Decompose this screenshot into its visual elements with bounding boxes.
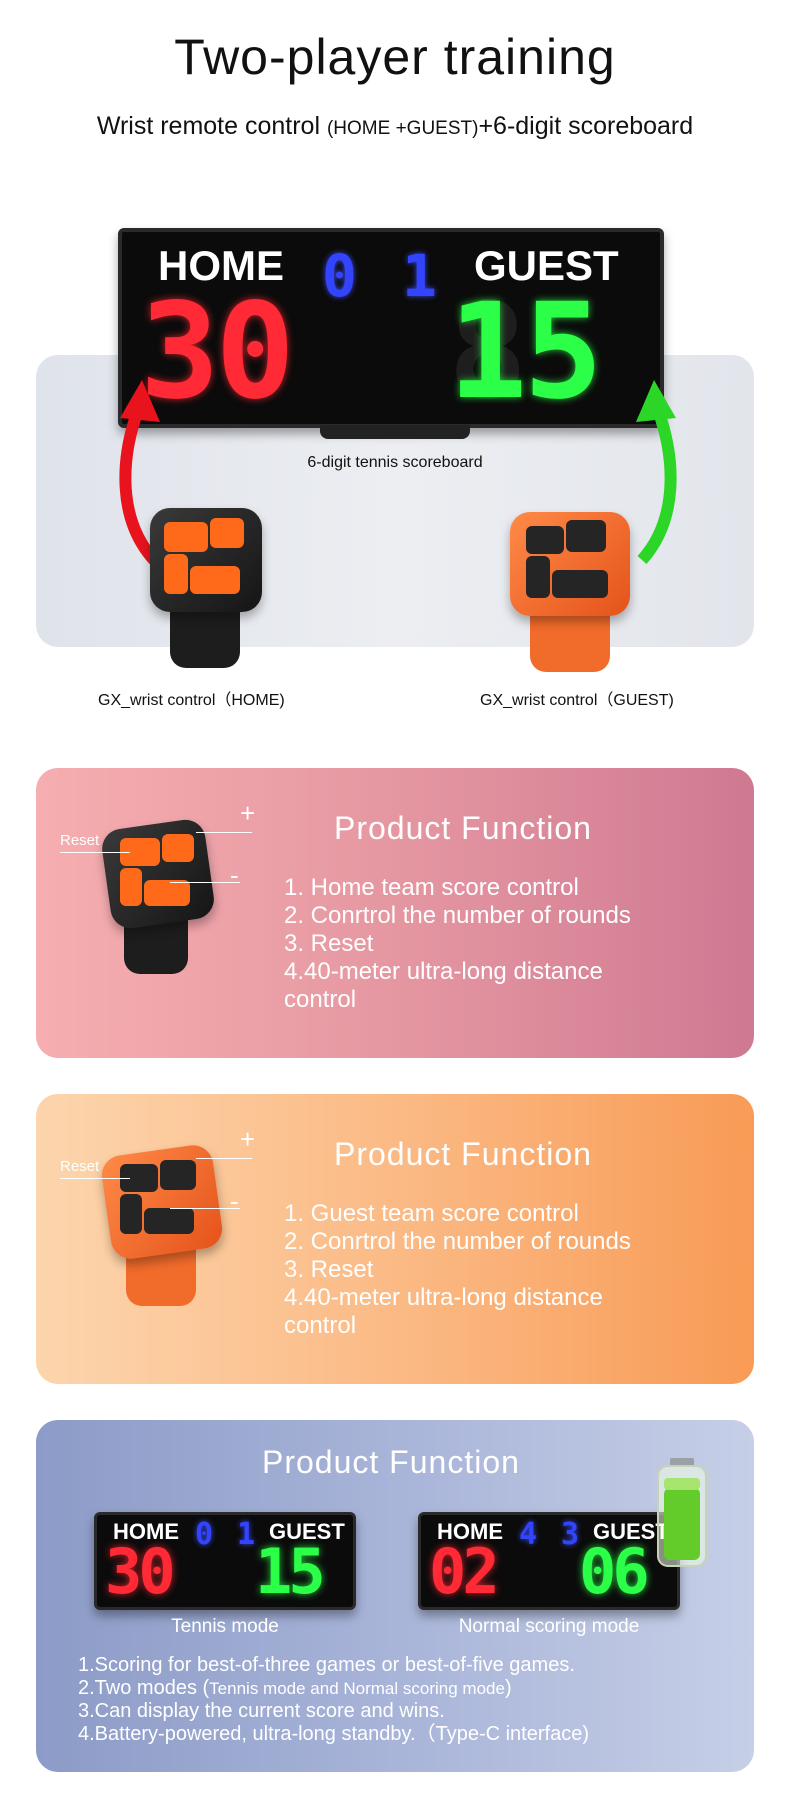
home-sets: 0 xyxy=(195,1517,213,1552)
home-label: HOME xyxy=(158,242,284,289)
guest-score: 15 xyxy=(255,1535,326,1608)
watch-button xyxy=(120,868,142,906)
guest-sets: 1 xyxy=(237,1517,255,1552)
normal-mode-caption: Normal scoring mode xyxy=(458,1616,640,1637)
watch-button xyxy=(162,834,194,862)
home-score: 02 xyxy=(429,1535,500,1608)
list-item: 4.40-meter ultra-long distance xyxy=(284,958,603,985)
home-wrist-control xyxy=(150,508,270,668)
function-list: 1. Home team score control 2. Conrtrol t… xyxy=(284,874,631,1014)
card-title: Product Function xyxy=(334,1136,592,1172)
hero-scoreboard: HOME GUEST 0 1 30 8 15 xyxy=(118,228,664,428)
reset-label: Reset xyxy=(60,832,100,849)
home-watch-caption: GX_wrist control（HOME) xyxy=(98,692,285,709)
battery-icon xyxy=(657,1458,707,1567)
subtitle-small: (HOME +GUEST) xyxy=(326,118,479,139)
red-arrow-icon xyxy=(119,380,160,565)
minus-label: - xyxy=(230,1186,239,1216)
list-item: 3. Reset xyxy=(284,930,374,957)
home-watch-image xyxy=(99,817,217,974)
guest-function-card: Reset + - Product Function 1. Guest team… xyxy=(36,1094,754,1384)
home-label: HOME xyxy=(113,1519,179,1544)
reset-pointer-line xyxy=(60,852,130,853)
guest-score: 06 xyxy=(579,1535,650,1608)
home-score: 30 xyxy=(140,275,295,428)
tennis-mode-scoreboard: HOME GUEST 0 1 30 15 xyxy=(94,1512,356,1610)
list-item: 4.40-meter ultra-long distance xyxy=(284,1284,603,1311)
list-item: 2. Conrtrol the number of rounds xyxy=(284,902,631,929)
guest-watch-caption: GX_wrist control（GUEST) xyxy=(480,692,674,709)
green-arrow-icon xyxy=(636,380,677,565)
guest-score: 15 xyxy=(448,275,603,428)
watch-button xyxy=(164,554,188,594)
list-item: 1. Home team score control xyxy=(284,874,579,901)
guest-label: GUEST xyxy=(269,1519,345,1544)
scoreboard-caption: 6-digit tennis scoreboard xyxy=(307,454,483,471)
line2-small: Tennis mode and Normal scoring mode xyxy=(209,1679,505,1698)
guest-label: GUEST xyxy=(474,242,619,289)
watch-button xyxy=(160,1160,196,1190)
home-function-card: Reset + - Product Function 1. Home team … xyxy=(36,768,754,1058)
watch-button xyxy=(526,556,550,598)
watch-button xyxy=(190,566,240,594)
minus-pointer-line xyxy=(170,1208,240,1209)
home-label: HOME xyxy=(437,1519,503,1544)
watch-button xyxy=(526,526,564,554)
guest-label: GUEST xyxy=(593,1519,669,1544)
page-title: Two-player training xyxy=(174,29,616,85)
list-item: 3. Reset xyxy=(284,1256,374,1283)
minus-pointer-line xyxy=(170,882,240,883)
watch-button xyxy=(120,1194,142,1234)
line2-end: ) xyxy=(504,1677,512,1699)
list-item: control xyxy=(284,986,357,1013)
list-item: control xyxy=(284,1312,357,1339)
subtitle-end: +6-digit scoreboard xyxy=(478,112,694,140)
normal-mode-scoreboard: HOME GUEST 4 3 02 06 xyxy=(418,1512,680,1610)
page-subtitle: Wrist remote control (HOME +GUEST)+6-dig… xyxy=(0,112,790,141)
home-sets: 4 xyxy=(519,1517,537,1552)
guest-watch-image xyxy=(99,1142,226,1310)
watch-button xyxy=(144,880,190,906)
plus-label: + xyxy=(240,1124,256,1154)
plus-pointer-line xyxy=(196,832,252,833)
scoreboard-stand xyxy=(320,425,470,439)
reset-pointer-line xyxy=(60,1178,130,1179)
card-title: Product Function xyxy=(262,1444,520,1480)
function-list: 1. Guest team score control 2. Conrtrol … xyxy=(284,1200,631,1340)
list-item: 4.Battery-powered, ultra-long standby.（T… xyxy=(78,1723,589,1745)
guest-sets: 1 xyxy=(402,242,437,310)
guest-score-ghost-digit: 8 xyxy=(448,275,528,428)
list-item: 3.Can display the current score and wins… xyxy=(78,1700,445,1722)
tennis-mode-caption: Tennis mode xyxy=(171,1616,279,1637)
modes-feature-list: 1.Scoring for best-of-three games or bes… xyxy=(78,1654,589,1746)
list-item: 1. Guest team score control xyxy=(284,1200,579,1227)
watch-button xyxy=(144,1208,194,1234)
modes-function-card: Product Function HOME GUEST 0 1 30 15 HO… xyxy=(36,1420,754,1772)
list-item: 2.Two modes (Tennis mode and Normal scor… xyxy=(78,1677,589,1700)
list-item: 2. Conrtrol the number of rounds xyxy=(284,1228,631,1255)
plus-label: + xyxy=(240,798,256,828)
watch-body xyxy=(99,817,217,931)
list-item: 1.Scoring for best-of-three games or bes… xyxy=(78,1654,575,1676)
watch-button xyxy=(552,570,608,598)
watch-button xyxy=(210,518,244,548)
guest-wrist-control xyxy=(510,512,640,672)
reset-label: Reset xyxy=(60,1158,100,1175)
home-sets: 0 xyxy=(322,242,357,310)
subtitle-main: Wrist remote control xyxy=(96,112,327,140)
card-title: Product Function xyxy=(334,810,592,846)
plus-pointer-line xyxy=(196,1158,252,1159)
minus-label: - xyxy=(230,860,239,890)
home-score: 30 xyxy=(105,1535,176,1608)
watch-button xyxy=(566,520,606,552)
guest-sets: 3 xyxy=(561,1517,579,1552)
line2-main: 2.Two modes ( xyxy=(78,1677,210,1699)
watch-button xyxy=(164,522,208,552)
